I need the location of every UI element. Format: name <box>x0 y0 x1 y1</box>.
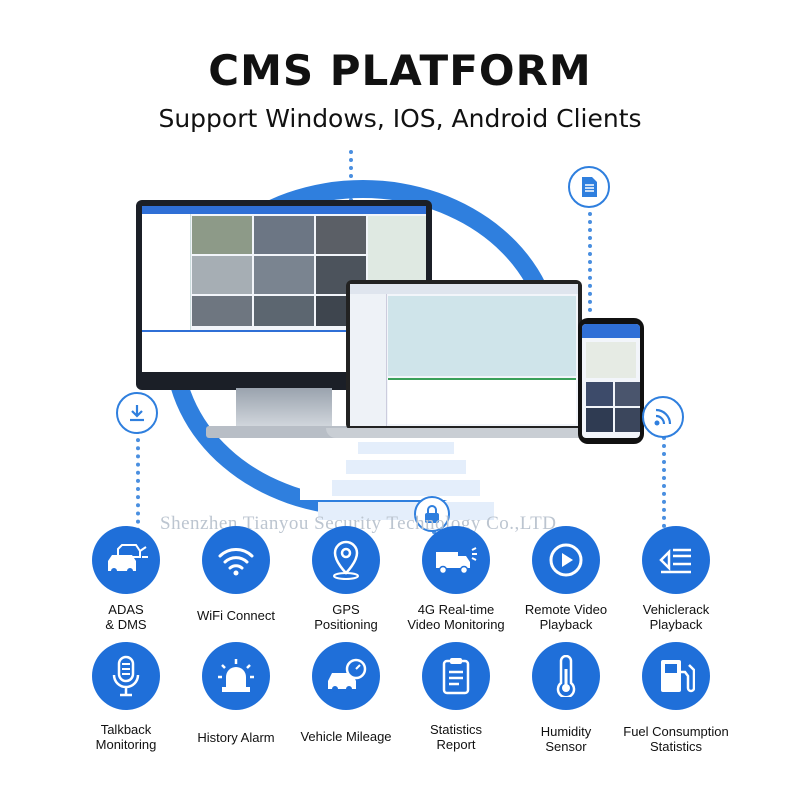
phone-video-tile <box>586 408 613 432</box>
stair-step <box>358 442 454 454</box>
feature-label: Talkback Monitoring <box>95 722 157 752</box>
laptop-track-table <box>388 378 576 424</box>
monitor-toolbar <box>142 206 426 214</box>
mobile-phone <box>578 318 644 444</box>
stair-step <box>332 480 480 496</box>
video-tile <box>316 216 366 254</box>
signal-icon <box>642 396 684 438</box>
feature-label: 4G Real-time Video Monitoring <box>407 602 505 632</box>
video-tile <box>254 216 314 254</box>
feature-statistics-report: Statistics Report <box>396 642 516 752</box>
feature-label: Fuel Consumption Statistics <box>623 724 729 754</box>
car-speedometer-icon <box>312 642 380 710</box>
monitor-tree-panel <box>142 214 191 332</box>
laptop <box>346 280 582 430</box>
cars-icon <box>92 526 160 594</box>
document-icon <box>568 166 610 208</box>
laptop-toolbar <box>350 284 578 294</box>
laptop-base <box>326 428 604 438</box>
phone-header <box>582 324 640 338</box>
feature-fuel-consumption-statistics: Fuel Consumption Statistics <box>616 642 736 754</box>
fuel-pump-icon <box>642 642 710 710</box>
truck-camera-icon <box>422 526 490 594</box>
video-tile <box>192 216 252 254</box>
feature-adas-dms: ADAS & DMS <box>66 526 186 632</box>
monitor-stand <box>236 388 332 428</box>
feature-label: WiFi Connect <box>196 608 276 623</box>
connector-right-doc <box>588 212 592 312</box>
play-icon <box>532 526 600 594</box>
feature-wifi-connect: WiFi Connect <box>176 526 296 623</box>
feature-remote-video-playback: Remote Video Playback <box>506 526 626 632</box>
lock-icon <box>414 496 450 532</box>
video-tile <box>254 256 314 294</box>
connector-right <box>662 436 666 536</box>
wifi-icon <box>202 526 270 594</box>
alarm-light-icon <box>202 642 270 710</box>
stair-step <box>318 502 494 520</box>
rewind-list-icon <box>642 526 710 594</box>
feature-label: Statistics Report <box>429 722 482 752</box>
feature-label: GPS Positioning <box>314 602 378 632</box>
feature-humidity-sensor: Humidity Sensor <box>506 642 626 754</box>
feature-label: History Alarm <box>197 730 275 745</box>
laptop-map <box>388 296 576 376</box>
phone-video-tile <box>615 408 640 432</box>
feature-gps-positioning: GPS Positioning <box>286 526 406 632</box>
feature-history-alarm: History Alarm <box>176 642 296 745</box>
feature-vehiclerack-playback: Vehiclerack Playback <box>616 526 736 632</box>
stair-step <box>346 460 466 474</box>
phone-video-tile <box>586 382 613 406</box>
video-tile <box>254 296 314 326</box>
video-tile <box>192 256 252 294</box>
clipboard-icon <box>422 642 490 710</box>
feature-label: Remote Video Playback <box>524 602 608 632</box>
location-pin-icon <box>312 526 380 594</box>
feature-4g-video-monitoring: 4G Real-time Video Monitoring <box>396 526 516 632</box>
feature-label: Vehiclerack Playback <box>642 602 710 632</box>
phone-screen <box>582 324 640 438</box>
feature-label: Humidity Sensor <box>540 724 592 754</box>
thermometer-icon <box>532 642 600 710</box>
phone-video-tile <box>615 382 640 406</box>
feature-vehicle-mileage: Vehicle Mileage <box>286 642 406 744</box>
feature-label: ADAS & DMS <box>105 602 147 632</box>
phone-map <box>586 342 636 378</box>
connector-left <box>136 430 140 540</box>
video-tile <box>192 296 252 326</box>
page-title: CMS PLATFORM <box>208 46 592 95</box>
feature-label: Vehicle Mileage <box>300 729 392 744</box>
laptop-side-panel <box>350 294 387 426</box>
page-subtitle: Support Windows, IOS, Android Clients <box>158 104 642 133</box>
download-icon <box>116 392 158 434</box>
laptop-screen <box>350 284 578 426</box>
microphone-icon <box>92 642 160 710</box>
feature-talkback-monitoring: Talkback Monitoring <box>66 642 186 752</box>
